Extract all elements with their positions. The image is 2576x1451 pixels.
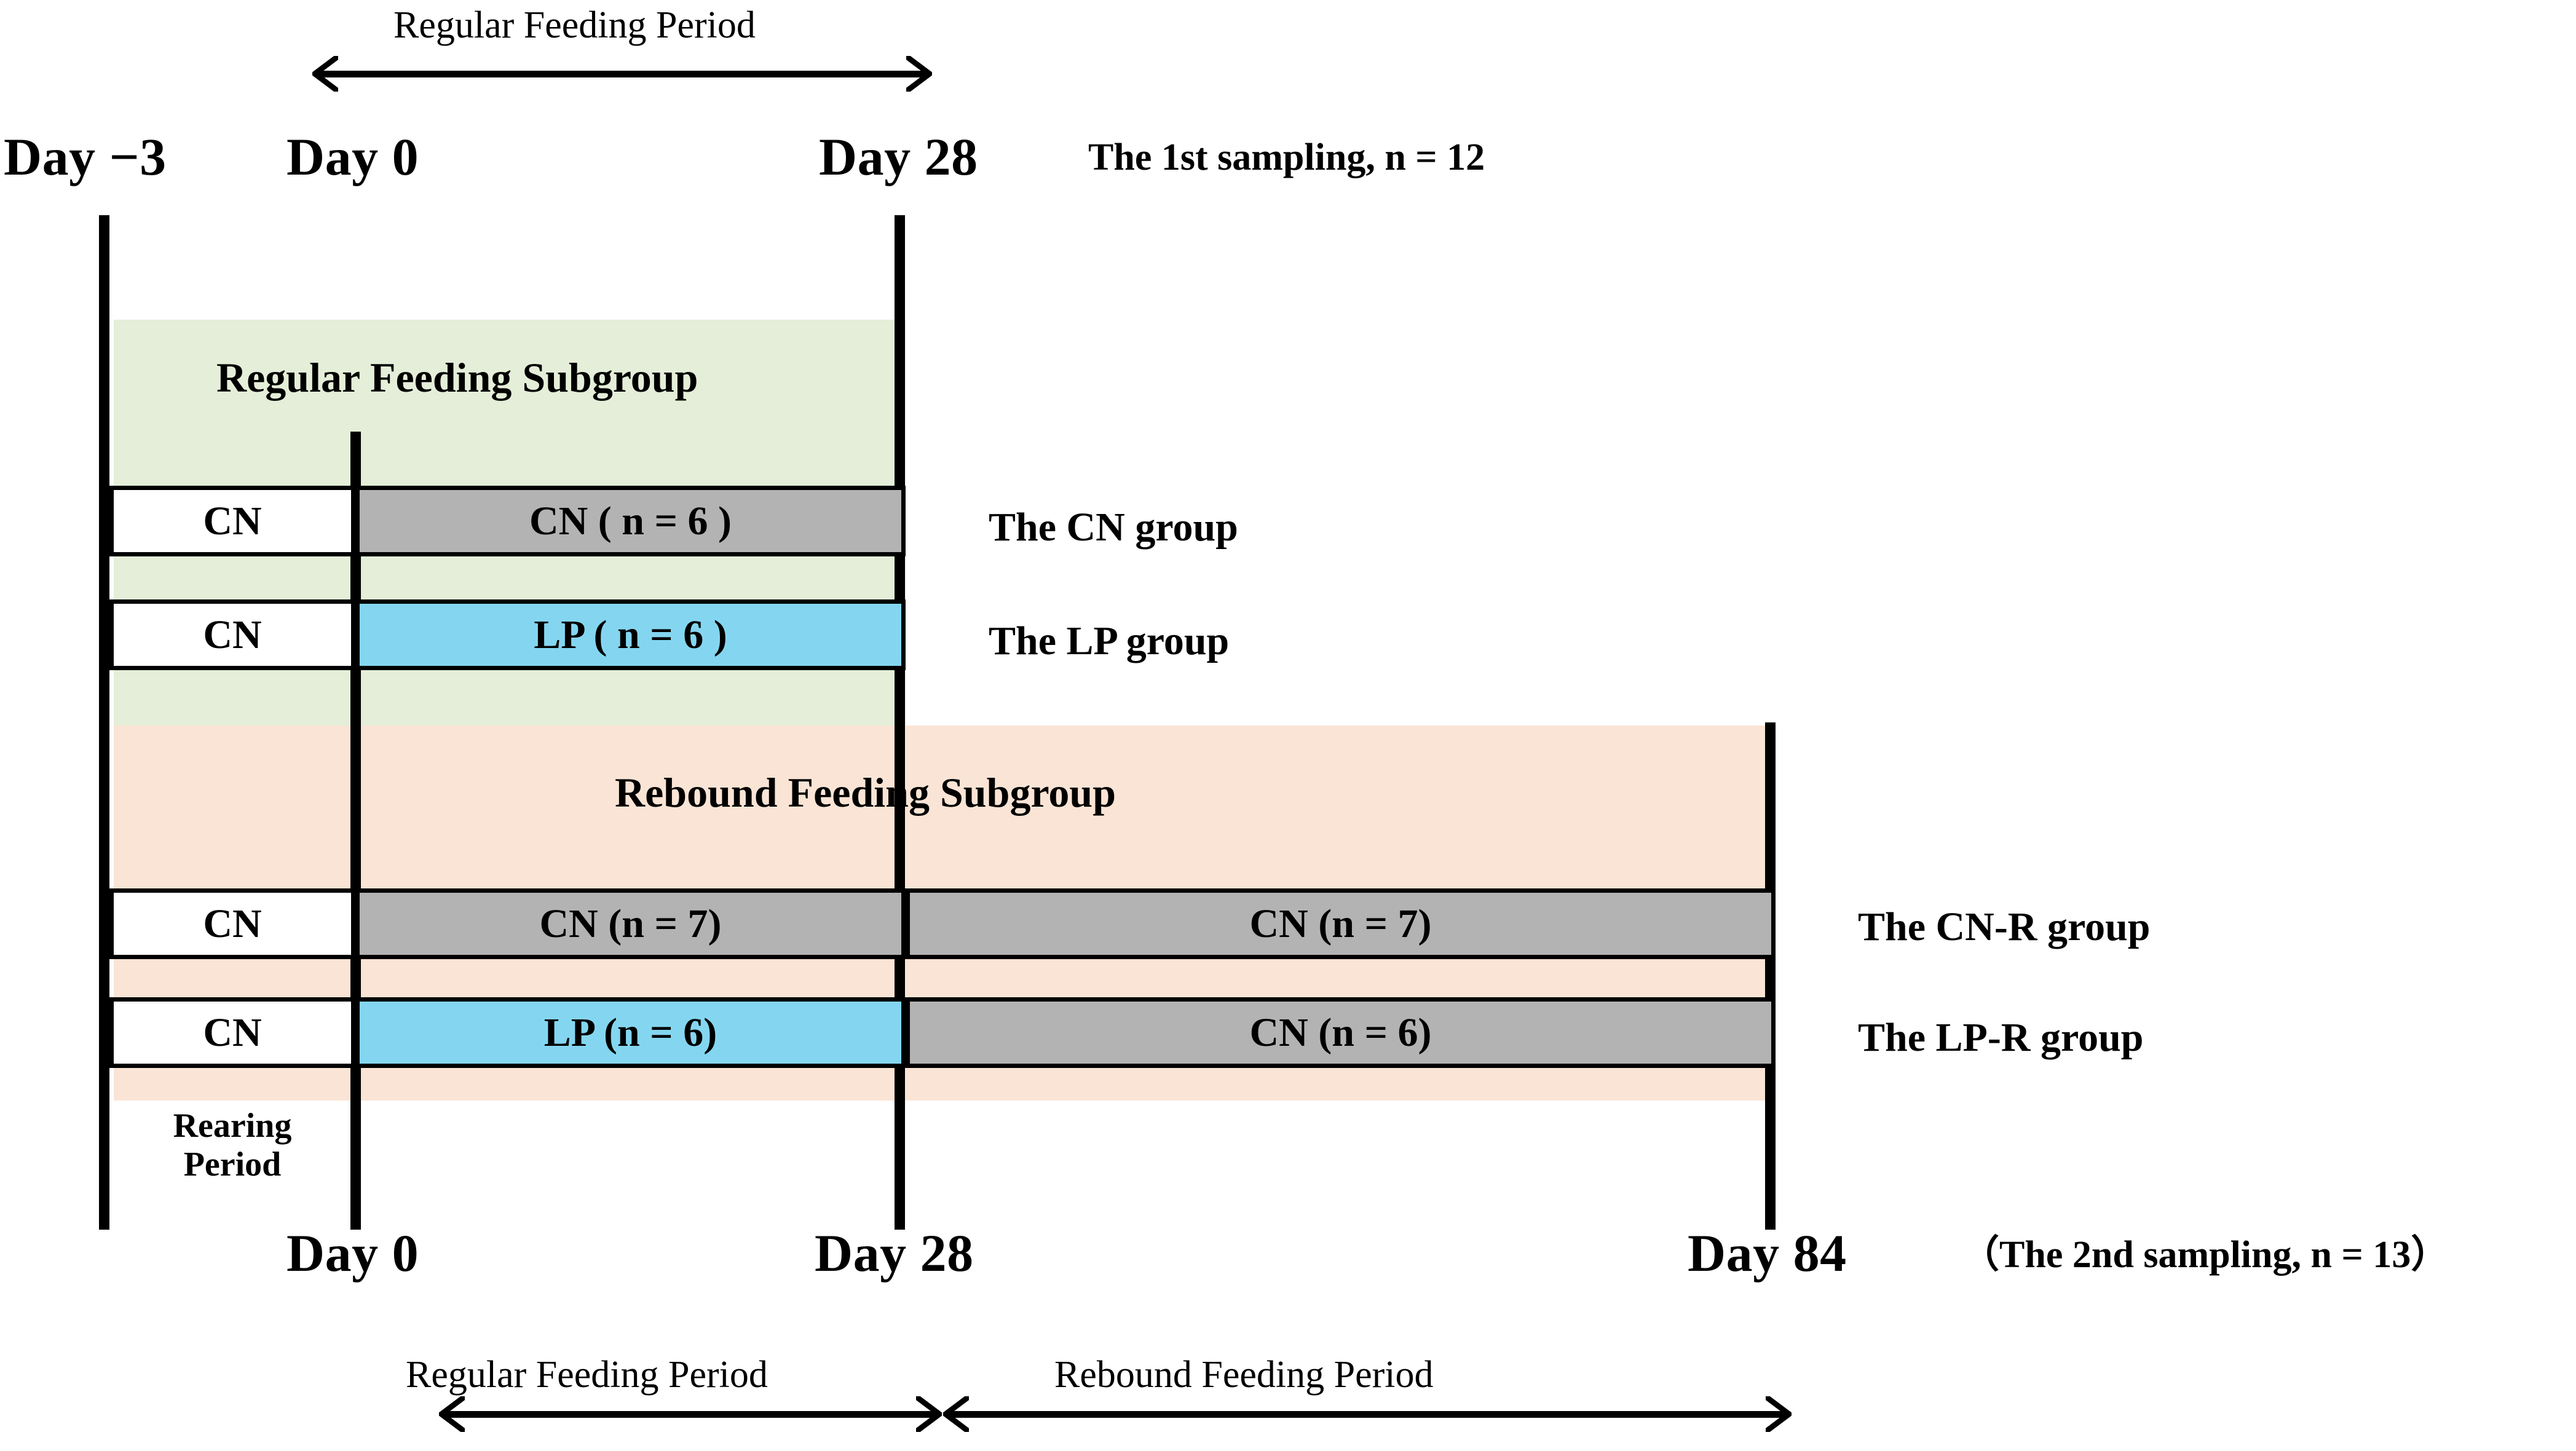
top-day-label-0: Day 0: [286, 127, 419, 186]
cell-label: CN (n = 6): [1249, 1010, 1432, 1055]
arrow-head-right-icon: [916, 1396, 942, 1432]
cell-label: CN (n = 7): [1249, 901, 1432, 946]
cell-rebound-lpr-rearing: CN: [109, 997, 355, 1068]
top-day-label-minus3: Day −3: [4, 127, 167, 186]
arrow-head-right-icon: [1766, 1396, 1792, 1432]
cell-regular-cn-rearing: CN: [109, 486, 355, 556]
arrow-head-left-icon: [439, 1396, 465, 1432]
rearing-period-line-1: Rearing: [173, 1107, 292, 1145]
arrow-head-left-icon: [312, 56, 338, 92]
bottom-period-caption-rebound: Rebound Feeding Period: [1054, 1354, 1434, 1396]
cell-label: CN: [203, 1010, 262, 1055]
cell-regular-cn-feeding: CN ( n = 6 ): [355, 486, 906, 556]
arrow-head-right-icon: [906, 56, 932, 92]
bottom-day-label-0: Day 0: [286, 1224, 419, 1283]
top-period-arrow: [312, 55, 932, 92]
bottom-rebound-period-arrow: [943, 1396, 1792, 1433]
cell-rebound-cnr-rearing: CN: [109, 888, 355, 959]
cell-regular-lp-feeding: LP ( n = 6 ): [355, 599, 906, 670]
cell-rebound-lpr-rebound: CN (n = 6): [906, 997, 1776, 1068]
arrow-shaft: [315, 71, 930, 77]
cell-label: CN (n = 7): [539, 901, 722, 946]
group-label-cn-r: The CN-R group: [1858, 904, 2151, 949]
cell-label: CN: [203, 612, 262, 657]
cell-rebound-cnr-regular: CN (n = 7): [355, 888, 906, 959]
rebound-subgroup-title: Rebound Feeding Subgroup: [615, 769, 1116, 816]
cell-regular-lp-rearing: CN: [109, 599, 355, 670]
cell-label: LP (n = 6): [543, 1010, 717, 1055]
arrow-head-left-icon: [943, 1396, 969, 1432]
group-label-cn: The CN group: [989, 505, 1238, 550]
rearing-period-line-2: Period: [183, 1145, 282, 1184]
group-label-lp: The LP group: [989, 619, 1230, 663]
bottom-day-label-84: Day 84: [1688, 1224, 1847, 1283]
top-period-caption: Regular Feeding Period: [393, 4, 756, 46]
bottom-regular-period-arrow: [439, 1396, 942, 1433]
cell-label: CN: [203, 901, 262, 946]
cell-label: CN ( n = 6 ): [529, 498, 732, 544]
arrow-shaft: [946, 1411, 1789, 1418]
regular-subgroup-title: Regular Feeding Subgroup: [216, 354, 698, 401]
cell-label: CN: [203, 498, 262, 544]
first-sampling-note: The 1st sampling, n = 12: [1088, 136, 1485, 178]
bottom-period-caption-regular: Regular Feeding Period: [406, 1354, 768, 1396]
second-sampling-note: （The 2nd sampling, n = 13）: [1961, 1234, 2449, 1276]
timeline-rule-day-28: [895, 215, 905, 1230]
cell-label: LP ( n = 6 ): [534, 612, 727, 657]
cell-rebound-cnr-rebound: CN (n = 7): [906, 888, 1776, 959]
bottom-day-label-28: Day 28: [815, 1224, 974, 1283]
rearing-period-label: Rearing Period: [109, 1107, 355, 1184]
timeline-rule-day-minus3: [99, 215, 109, 1230]
cell-rebound-lpr-regular: LP (n = 6): [355, 997, 906, 1068]
arrow-shaft: [441, 1411, 939, 1418]
group-label-lp-r: The LP-R group: [1858, 1015, 2144, 1060]
top-day-label-28: Day 28: [819, 127, 978, 186]
timeline-rule-day-84: [1765, 722, 1776, 1230]
